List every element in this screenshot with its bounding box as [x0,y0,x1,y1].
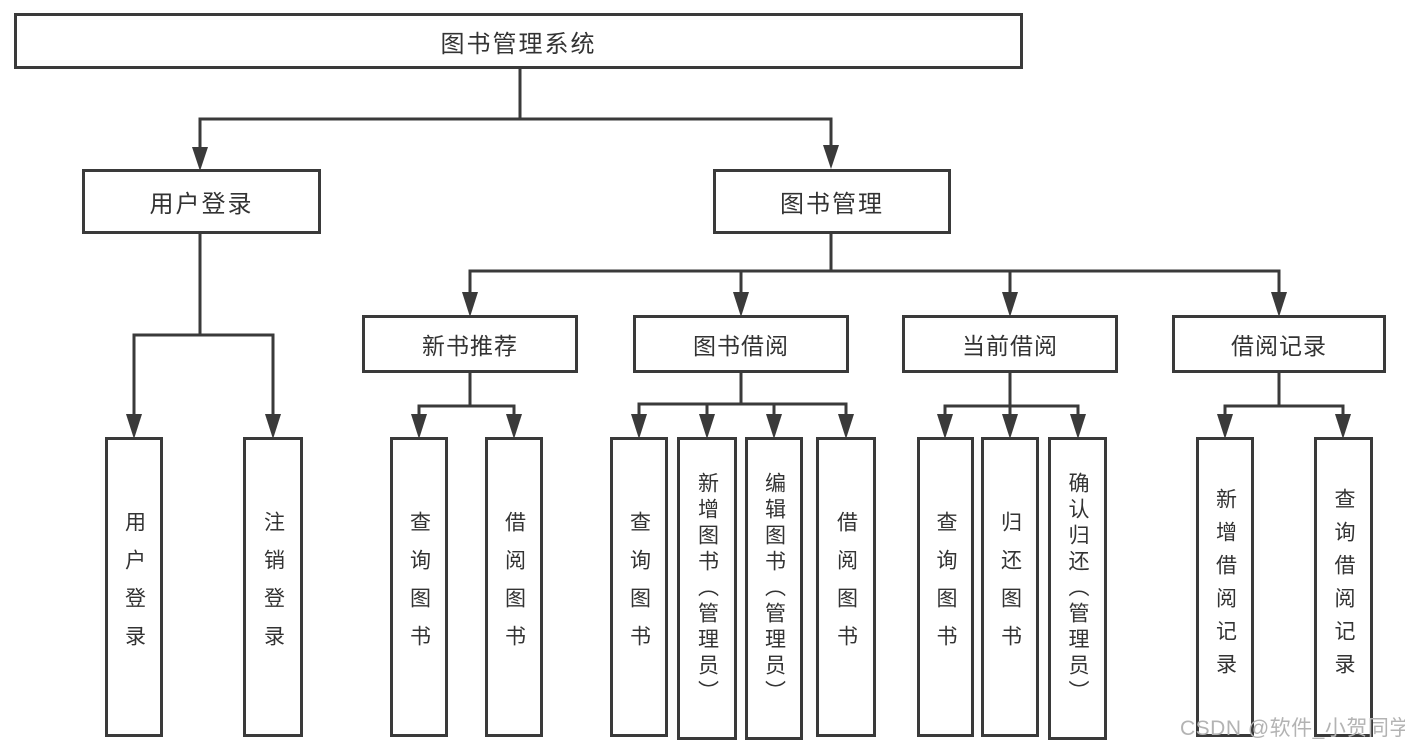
leaf-logout-login: 注销登录 [243,437,303,737]
leaf-edit-book-admin: 编辑图书（管理员） [745,437,803,740]
leaf-query-book-2: 查询图书 [610,437,668,737]
arrowhead-book-borrow [733,292,749,317]
leaf-borrow-book-1: 借阅图书 [485,437,543,737]
arrowhead-current-borrow [1002,292,1018,317]
leaf-label: 借阅图书 [834,511,858,663]
node-new-book-recommend: 新书推荐 [362,315,578,373]
node-label: 图书管理 [780,191,884,218]
arrowhead-borrow-record [1271,292,1287,317]
leaf-label: 查询图书 [934,511,957,663]
leaf-label: 新增借阅记录 [1213,488,1237,686]
node-label: 当前借阅 [962,333,1058,359]
node-borrow-record: 借阅记录 [1172,315,1386,373]
leaf-label: 借阅图书 [502,511,526,663]
node-label: 用户登录 [149,191,254,218]
leaf-query-borrow-record: 查询借阅记录 [1314,437,1373,737]
leaf-label: 注销登录 [261,511,285,663]
csdn-watermark: CSDN @软件_小贺同学 [1180,717,1405,740]
leaf-label: 归还图书 [998,511,1022,663]
leaf-add-book-admin: 新增图书（管理员） [677,437,737,740]
node-label: 新书推荐 [422,333,518,359]
node-current-borrow: 当前借阅 [902,315,1118,373]
node-label: 图书管理系统 [440,30,597,58]
leaf-return-book: 归还图书 [981,437,1039,737]
arrowhead-user-login [192,147,208,171]
leaf-confirm-return-admin: 确认归还（管理员） [1048,437,1107,740]
leaf-label: 查询图书 [407,511,431,663]
leaf-query-book-3: 查询图书 [917,437,974,737]
leaf-label: 用户登录 [122,511,146,663]
node-label: 借阅记录 [1231,333,1327,359]
node-library-system: 图书管理系统 [14,13,1023,69]
node-label: 图书借阅 [693,333,789,359]
leaf-borrow-book-2: 借阅图书 [816,437,876,737]
leaf-label: 查询借阅记录 [1332,488,1355,686]
leaf-add-borrow-record: 新增借阅记录 [1196,437,1254,737]
leaf-label: 确认归还（管理员） [1066,471,1089,706]
arrowhead-leaf-logout [265,414,281,439]
leaf-label: 编辑图书（管理员） [762,471,786,706]
leaf-label: 查询图书 [627,511,651,663]
leaf-label: 新增图书（管理员） [695,471,719,706]
leaf-query-book-1: 查询图书 [390,437,448,737]
arrowhead-book-management [823,145,839,169]
node-book-management: 图书管理 [713,169,951,234]
arrowhead-new-book [462,292,478,317]
node-user-login: 用户登录 [82,169,321,234]
leaf-user-login: 用户登录 [105,437,163,737]
node-book-borrow: 图书借阅 [633,315,849,373]
arrowhead-leaf-user-login [126,414,142,439]
